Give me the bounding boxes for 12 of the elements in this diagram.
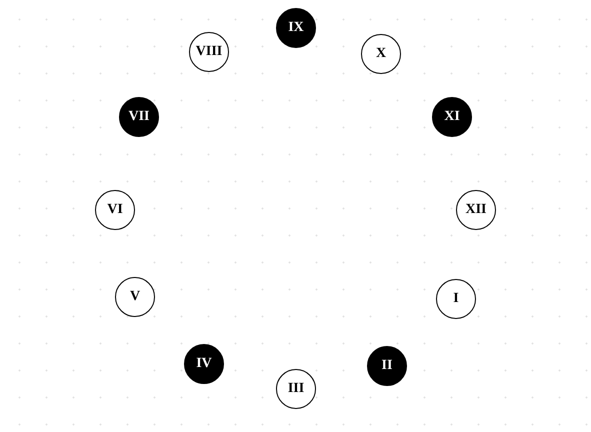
numeral-circle: II <box>367 346 407 386</box>
numeral-circle: VII <box>119 97 159 137</box>
numeral-circle: III <box>276 369 316 409</box>
numeral-circle: X <box>361 34 401 74</box>
numeral-circle: I <box>436 279 476 319</box>
numeral-circle: IX <box>276 8 316 48</box>
numeral-circle: XI <box>432 97 472 137</box>
numeral-circle: IV <box>184 344 224 384</box>
numeral-circle: VIII <box>189 32 229 72</box>
numeral-circle: XII <box>456 190 496 230</box>
numeral-circle: V <box>115 277 155 317</box>
numeral-circle: VI <box>95 190 135 230</box>
